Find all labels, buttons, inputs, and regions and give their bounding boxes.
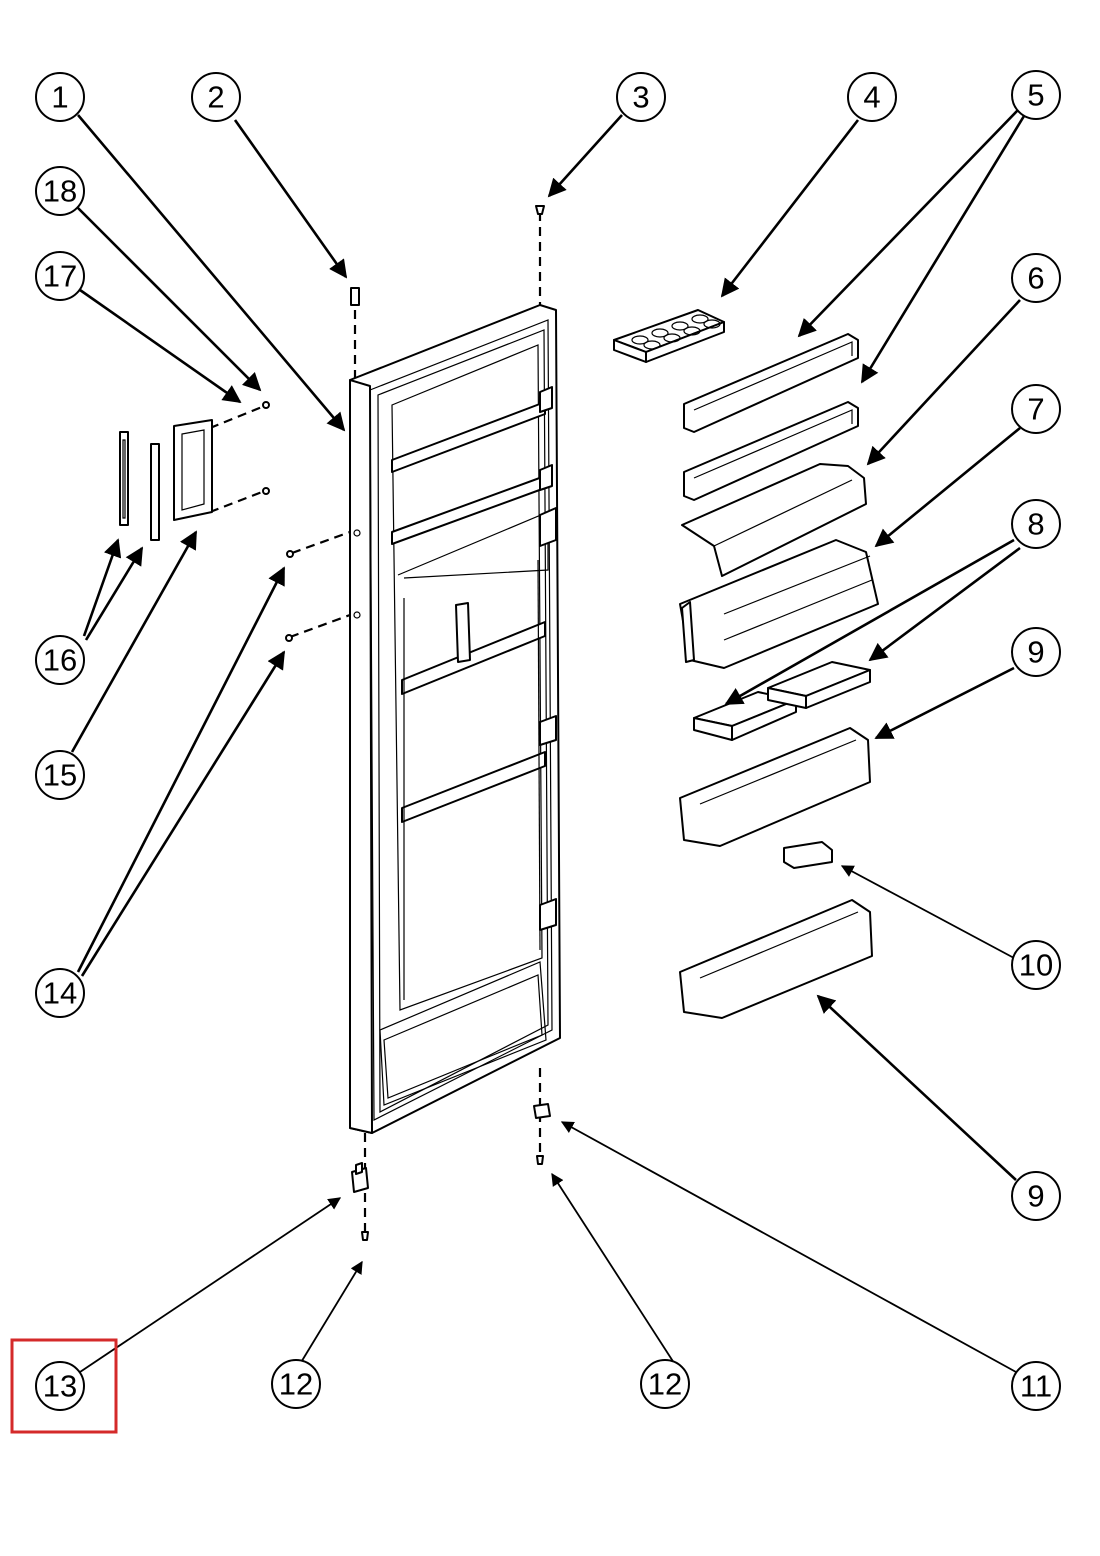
door-shelf-small-2	[683, 401, 859, 501]
callout-label: 10	[1019, 948, 1053, 983]
callout-15: 15	[35, 750, 85, 800]
callout-label: 4	[863, 80, 880, 115]
small-tray-2	[767, 661, 871, 709]
callout-label: 12	[648, 1367, 682, 1402]
egg-tray	[613, 309, 725, 363]
callout-3: 3	[616, 72, 666, 122]
callout-label: 14	[43, 976, 77, 1011]
callout-18: 18	[35, 166, 85, 216]
callout-9-lower: 9	[1011, 1171, 1061, 1221]
callout-label: 16	[43, 643, 77, 678]
handle-cover-strip-2	[150, 443, 160, 541]
callout-16: 16	[35, 635, 85, 685]
callout-label: 8	[1027, 507, 1044, 542]
callout-13: 13	[35, 1361, 85, 1411]
callout-label: 9	[1027, 635, 1044, 670]
screws-left	[262, 401, 294, 642]
door-bin-upper	[679, 727, 871, 847]
callout-label: 11	[1020, 1369, 1052, 1404]
callout-label: 9	[1027, 1179, 1044, 1214]
dairy-compartment	[679, 539, 879, 669]
callout-1: 1	[35, 72, 85, 122]
door-panel	[349, 304, 561, 1134]
callout-label: 17	[43, 259, 77, 294]
callout-label: 15	[43, 758, 77, 793]
handle-cover-strip-1	[119, 431, 129, 526]
bottom-hinge	[351, 1162, 369, 1193]
bin-clip	[783, 841, 833, 869]
callout-label: 3	[632, 80, 649, 115]
callout-label: 13	[43, 1369, 77, 1404]
callout-10: 10	[1011, 940, 1061, 990]
callout-label: 5	[1027, 78, 1044, 113]
screw-bottom-right	[536, 1155, 544, 1165]
screw-bottom-left	[361, 1231, 369, 1241]
bottom-hinge-right	[533, 1103, 551, 1119]
callout-6: 6	[1011, 253, 1061, 303]
callout-12-left: 12	[271, 1359, 321, 1409]
callout-label: 7	[1027, 392, 1044, 427]
callout-11: 11	[1011, 1361, 1061, 1411]
callout-2: 2	[191, 72, 241, 122]
callout-5: 5	[1011, 70, 1061, 120]
dairy-compartment-lid	[681, 463, 867, 577]
callout-14: 14	[35, 968, 85, 1018]
highlight-box	[10, 1338, 118, 1434]
leader-lines	[70, 109, 1026, 1373]
callout-label: 18	[43, 174, 77, 209]
door-bin-lower	[679, 899, 873, 1019]
screw-top-right	[535, 205, 545, 215]
handle-bracket	[173, 419, 213, 521]
callout-9-upper: 9	[1011, 627, 1061, 677]
callout-4: 4	[847, 72, 897, 122]
callout-8: 8	[1011, 499, 1061, 549]
callout-label: 12	[279, 1367, 313, 1402]
callout-7: 7	[1011, 384, 1061, 434]
callout-label: 2	[207, 80, 224, 115]
callout-12-right: 12	[640, 1359, 690, 1409]
hinge-pin-top	[350, 287, 360, 306]
callout-17: 17	[35, 251, 85, 301]
callout-label: 1	[51, 80, 68, 115]
door-shelf-small-1	[683, 333, 859, 433]
callout-label: 6	[1027, 261, 1044, 296]
